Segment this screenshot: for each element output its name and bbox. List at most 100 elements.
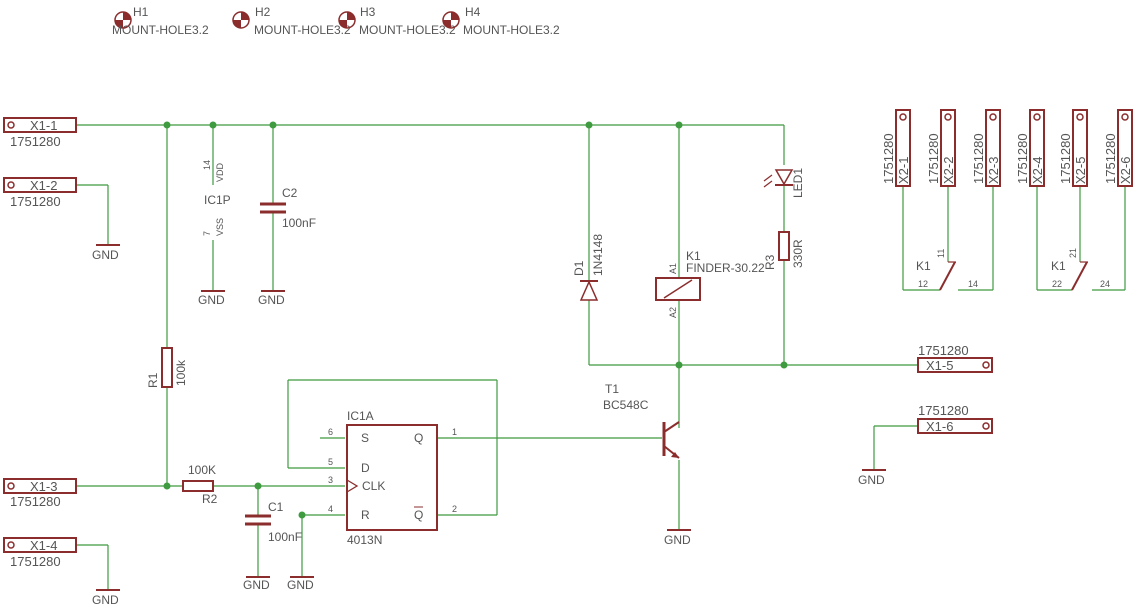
connector-x2-2: 1751280 X2-2	[926, 109, 956, 187]
connector-value: 1751280	[971, 133, 986, 184]
pin-label: VSS	[215, 218, 225, 236]
mount-hole-h4: H4 MOUNT-HOLE3.2	[442, 5, 560, 37]
connector-value: 1751280	[10, 554, 61, 569]
component-value: 100nF	[268, 530, 302, 544]
pin-number: 7	[202, 231, 212, 236]
connector-x2-5: 1751280 X2-5	[1058, 109, 1088, 187]
connector-ref: X1-6	[926, 419, 953, 434]
component-value: BC548C	[603, 398, 649, 412]
connector-value: 1751280	[1103, 133, 1118, 184]
connector-ref: X1-1	[30, 118, 57, 133]
transistor-t1: T1 BC548C	[603, 382, 680, 459]
pin-number: 6	[328, 427, 333, 437]
connector-x2-3: 1751280 X2-3	[971, 109, 1001, 187]
mount-hole-h2: H2 MOUNT-HOLE3.2	[232, 5, 351, 37]
connector-value: 1751280	[881, 133, 896, 184]
gnd-symbol: GND	[664, 529, 691, 547]
pin-label: Q	[414, 508, 423, 522]
connector-ref: X1-3	[30, 479, 57, 494]
component-ref: K1	[1051, 259, 1066, 273]
connector-value: 1751280	[10, 134, 61, 149]
component-value: 100nF	[282, 216, 316, 230]
connector-value: 1751280	[10, 494, 61, 509]
pin-label: S	[361, 431, 369, 445]
component-ref: R2	[202, 492, 218, 506]
pin-label: VDD	[215, 162, 225, 182]
component-value: 4013N	[347, 533, 382, 547]
pin-number: 11	[936, 249, 946, 258]
relay-k1-switch-b: K1 21 22 24	[1051, 248, 1110, 291]
component-ref: C2	[282, 186, 298, 200]
connector-ref: X2-6	[1118, 157, 1133, 184]
pin-number: 3	[328, 475, 333, 485]
connector-x1-5: X1-5 1751280	[917, 343, 993, 373]
connector-x2-1: 1751280 X2-1	[881, 109, 911, 187]
mount-hole-ref: H4	[465, 5, 481, 19]
mount-hole-ref: H1	[133, 5, 149, 19]
connector-x2-4: 1751280 X2-4	[1015, 109, 1045, 187]
gnd-symbol: GND	[198, 290, 225, 307]
connector-ref: X1-5	[926, 358, 953, 373]
diode-d1: D1 1N4148	[572, 234, 605, 301]
relay-k1-switch-a: K1 11 12 14	[916, 249, 978, 291]
svg-text:GND: GND	[258, 293, 285, 307]
gnd-symbol: GND	[92, 589, 120, 607]
component-ref: K1	[916, 259, 931, 273]
capacitor-c2: C2 100nF	[260, 186, 316, 230]
svg-text:GND: GND	[858, 473, 885, 487]
pin-number: 14	[202, 160, 212, 170]
pin-number: 4	[328, 504, 333, 514]
component-ref: LED1	[791, 168, 805, 198]
pin-number: 24	[1100, 279, 1110, 289]
gnd-symbol: GND	[92, 244, 120, 262]
gnd-symbol: GND	[858, 469, 886, 487]
connector-value: 1751280	[926, 133, 941, 184]
svg-text:GND: GND	[198, 293, 225, 307]
connector-x1-4: X1-4 1751280	[3, 537, 77, 569]
gnd-symbol: GND	[287, 576, 314, 592]
connector-x1-3: X1-3 1751280	[3, 478, 77, 509]
connector-value: 1751280	[918, 343, 969, 358]
pin-label: D	[361, 461, 370, 475]
component-value: 100K	[188, 463, 216, 477]
connector-value: 1751280	[1058, 133, 1073, 184]
component-ref: IC1A	[347, 409, 374, 423]
component-ref: R1	[146, 372, 160, 388]
connector-ref: X1-2	[30, 178, 57, 193]
pin-number: 22	[1052, 279, 1062, 289]
resistor-r3: R3 330R	[763, 231, 805, 270]
junctions	[163, 121, 788, 519]
mount-hole-h3: H3 MOUNT-HOLE3.2	[338, 5, 456, 37]
pin-label: Q	[414, 431, 423, 445]
gnd-symbol: GND	[243, 576, 270, 592]
mount-hole-value: MOUNT-HOLE3.2	[112, 23, 209, 37]
pin-number: 12	[918, 279, 928, 289]
connector-ref: X2-4	[1030, 157, 1045, 184]
pin-label: CLK	[362, 479, 385, 493]
pin-number: 14	[968, 279, 978, 289]
led-led1: LED1	[763, 168, 805, 198]
ic1a-flipflop: IC1A 4013N S D CLK R Q Q 6 5 3 4 1 2	[328, 409, 457, 547]
connector-x1-6: X1-6 1751280	[917, 403, 993, 434]
connector-ref: X2-3	[986, 157, 1001, 184]
connector-x1-1: X1-1 1751280	[3, 117, 77, 149]
connector-ref: X2-2	[941, 157, 956, 184]
resistor-r2: 100K R2	[182, 463, 218, 506]
component-ref: IC1P	[204, 193, 231, 207]
pin-label: A1	[668, 263, 678, 274]
component-ref: C1	[268, 500, 284, 514]
component-ref: R3	[763, 254, 777, 270]
mount-hole-value: MOUNT-HOLE3.2	[463, 23, 560, 37]
mount-hole-h1: H1 MOUNT-HOLE3.2	[112, 5, 209, 37]
component-value: FINDER-30.22	[686, 261, 765, 275]
pin-label: A2	[668, 307, 678, 318]
connector-value: 1751280	[918, 403, 969, 418]
svg-text:GND: GND	[92, 248, 119, 262]
svg-text:GND: GND	[243, 578, 270, 592]
gnd-symbol: GND	[258, 290, 285, 307]
pin-number: 2	[452, 504, 457, 514]
component-value: 100k	[174, 359, 188, 386]
component-value: 330R	[791, 239, 805, 268]
connector-ref: X2-5	[1073, 157, 1088, 184]
resistor-r1: R1 100k	[146, 347, 188, 388]
